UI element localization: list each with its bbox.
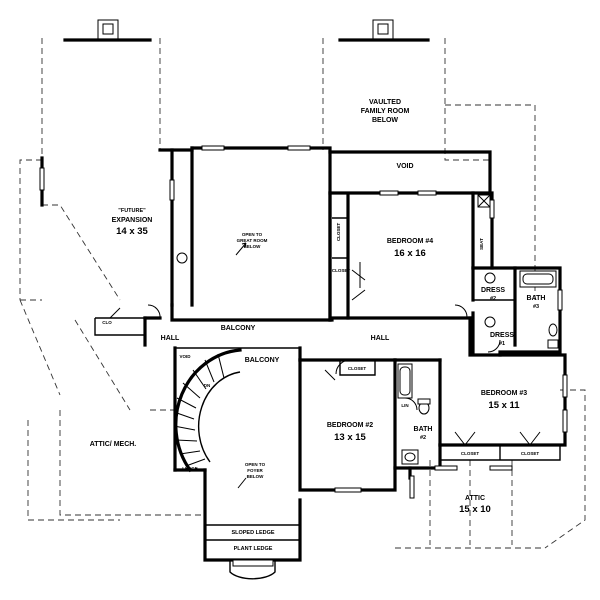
windows [39,145,568,499]
front-bay [229,559,276,580]
label-bath2-num: #2 [420,435,426,441]
dashed-roof-lines [19,38,586,549]
label-bath3: BATH [527,295,546,302]
label-bedroom3-dim: 15 x 11 [488,400,520,411]
label-bedroom2-dim: 13 x 15 [334,432,366,443]
label-closet-b2: CLOSET [348,366,367,371]
label-closet-b3b: CLOSET [521,451,540,456]
label-ledge: LEDGE [182,466,198,471]
label-attic-dim: 15 x 10 [459,504,491,515]
chimney-left [63,19,152,42]
down-arrows [235,242,247,489]
curved-staircase [173,348,242,473]
label-dress1: DRESS [490,332,514,339]
label-closet-b4b: CLOSET [332,268,351,273]
label-seat: SEAT [479,238,484,250]
label-dress2-num: #2 [490,296,496,302]
label-linen: LIN [401,403,408,408]
label-dn: DN [204,383,211,388]
label-vaulted: VAULTED [369,99,401,106]
label-bedroom3: BEDROOM #3 [481,390,527,397]
label-bath3-num: #3 [533,304,539,310]
label-balcony-mid: BALCONY [245,357,280,364]
label-family-room: FAMILY ROOM [361,108,410,115]
label-hall-right: HALL [371,335,390,342]
label-attic: ATTIC [465,495,485,502]
label-void-top: VOID [396,163,413,170]
label-closet-b4a: CLOSET [336,223,341,242]
chimney-right [338,19,430,42]
label-bedroom4: BEDROOM #4 [387,238,433,245]
label-dress1-num: #1 [499,341,505,347]
label-open-to: OPEN TO [242,232,263,237]
label-void-small: VOID [179,354,191,359]
room-labels: VAULTED FAMILY ROOM BELOW VOID "FUTURE" … [90,99,546,552]
label-expansion: EXPANSION [112,217,153,224]
doors [109,262,541,446]
label-dress2: DRESS [481,287,505,294]
label-open-foyer-3: BELOW [247,474,265,479]
label-future: "FUTURE" [118,208,146,214]
label-great-below: BELOW [244,244,262,249]
label-clo: CLO [102,320,112,325]
fixtures [176,194,559,465]
label-hall-left: HALL [161,335,180,342]
label-great-room: GREAT ROOM [237,238,268,243]
label-below: BELOW [372,117,398,124]
label-open-foyer-1: OPEN TO [245,462,266,467]
label-balcony-top: BALCONY [221,325,256,332]
label-bedroom2: BEDROOM #2 [327,422,373,429]
label-bath2: BATH [414,426,433,433]
label-closet-b3a: CLOSET [461,451,480,456]
label-open-foyer-2: FOYER [247,468,263,473]
label-plant-ledge: PLANT LEDGE [234,546,273,552]
label-attic-mech: ATTIC/ MECH. [90,441,137,448]
label-bedroom4-dim: 16 x 16 [394,248,426,259]
label-expansion-dim: 14 x 35 [116,226,148,237]
label-sloped-ledge: SLOPED LEDGE [231,530,274,536]
